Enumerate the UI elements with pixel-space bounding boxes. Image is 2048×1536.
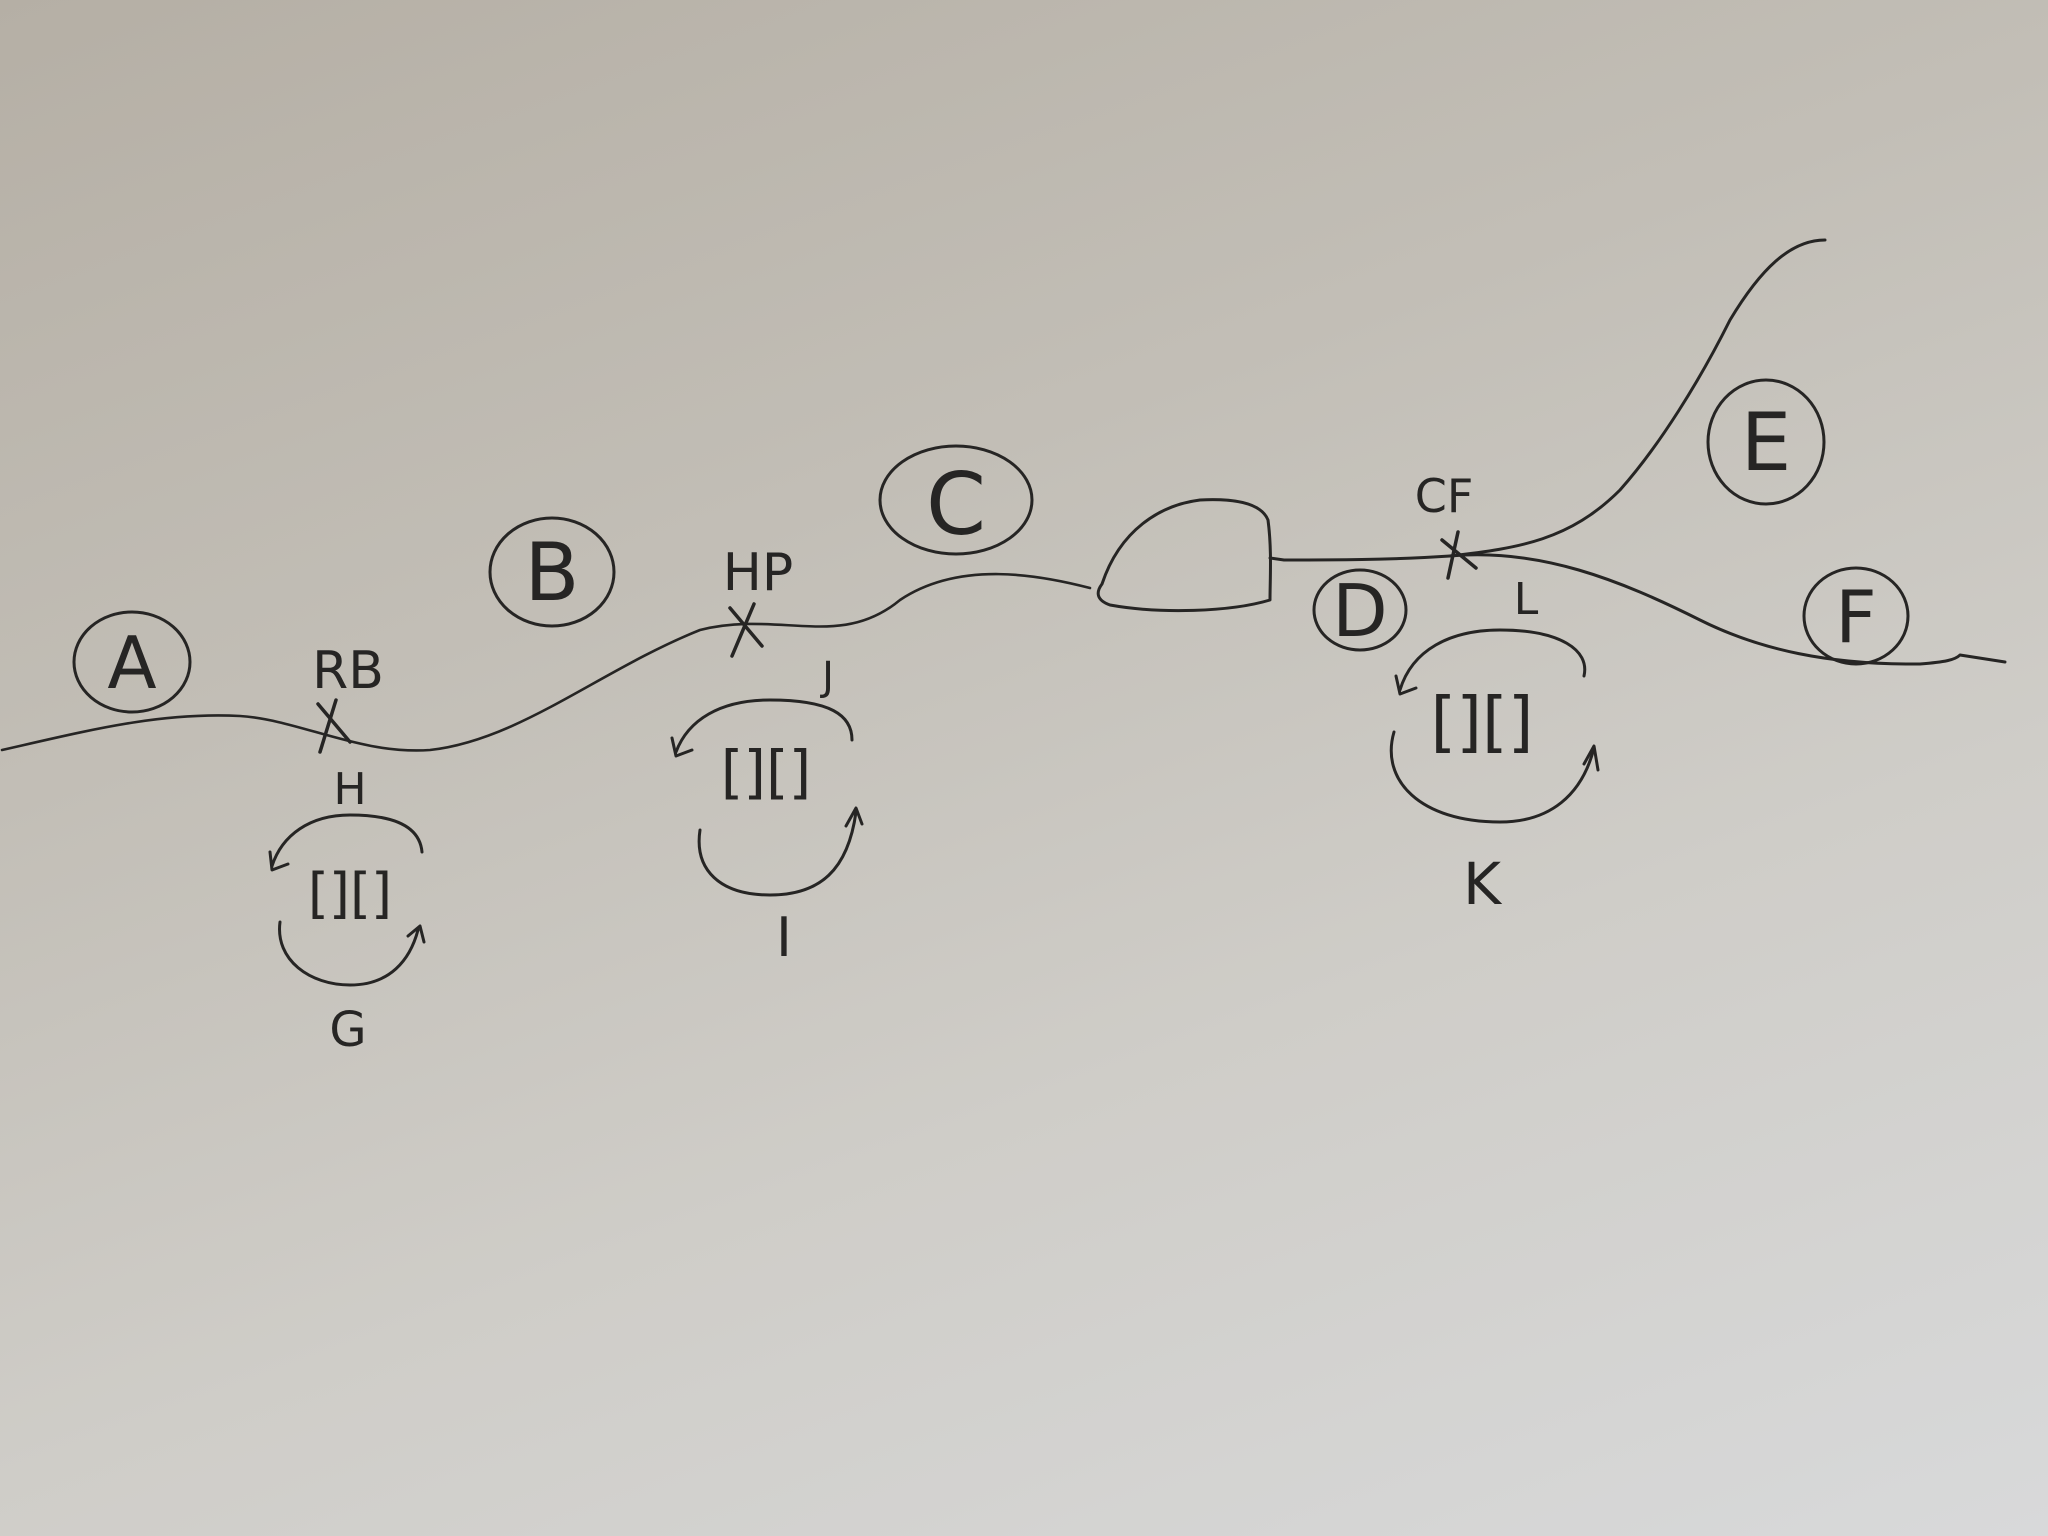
loop-arc-upper-l [1398, 628, 1587, 692]
loop-label-h: H [333, 764, 366, 815]
loop-label-g: G [329, 1002, 366, 1058]
loop-arc-upper-j [674, 698, 854, 754]
node-shape [1096, 498, 1272, 613]
loop-glyph-ij: [][] [721, 738, 812, 806]
circle-f [1802, 566, 1910, 666]
branch-line-e [1448, 238, 1827, 558]
label-f: F [1835, 575, 1876, 659]
loop-glyph-kl: [][] [1431, 683, 1534, 760]
loop-arc-lower-g [278, 920, 420, 987]
label-e: E [1741, 396, 1792, 489]
label-a: A [107, 621, 156, 705]
arrow-head-right-icon [406, 924, 426, 944]
loop-glyph-gh: [][] [308, 862, 392, 925]
loop-label-j: J [819, 654, 834, 700]
circle-e [1706, 378, 1826, 506]
cross-mark-hp [728, 602, 764, 658]
loop-arc-lower-i [697, 810, 858, 897]
arrow-head-left-icon [670, 736, 694, 758]
branch-line-f [1448, 553, 2007, 666]
circle-b [488, 516, 616, 628]
crossing-label-rb: RB [312, 641, 384, 701]
cross-mark-cf [1440, 530, 1478, 580]
circle-a [72, 610, 192, 714]
cross-mark-rb [316, 698, 352, 754]
arrow-head-left-icon [1394, 674, 1418, 696]
loop-group-gh: [][] H G [268, 764, 426, 1058]
arrow-head-up-icon [1582, 744, 1600, 772]
crossing-label-hp: HP [723, 543, 793, 603]
main-line [0, 572, 1092, 752]
circle-d [1312, 568, 1408, 652]
loop-arc-upper-h [270, 813, 424, 868]
label-b: B [525, 526, 580, 619]
loop-arc-lower-k [1389, 730, 1596, 824]
label-c: C [926, 455, 986, 555]
crossing-label-cf: CF [1415, 469, 1474, 523]
loop-label-k: K [1463, 850, 1503, 918]
arrow-head-up-icon [844, 806, 864, 828]
arrow-head-left-icon [268, 850, 290, 872]
loop-label-l: L [1514, 574, 1539, 625]
loop-group-ij: [][] J I [670, 654, 864, 969]
circle-c [878, 444, 1034, 556]
node-connector [1268, 554, 1452, 562]
loop-group-kl: [][] L K [1389, 574, 1600, 918]
loop-label-i: I [776, 906, 792, 969]
label-d: D [1332, 569, 1387, 653]
